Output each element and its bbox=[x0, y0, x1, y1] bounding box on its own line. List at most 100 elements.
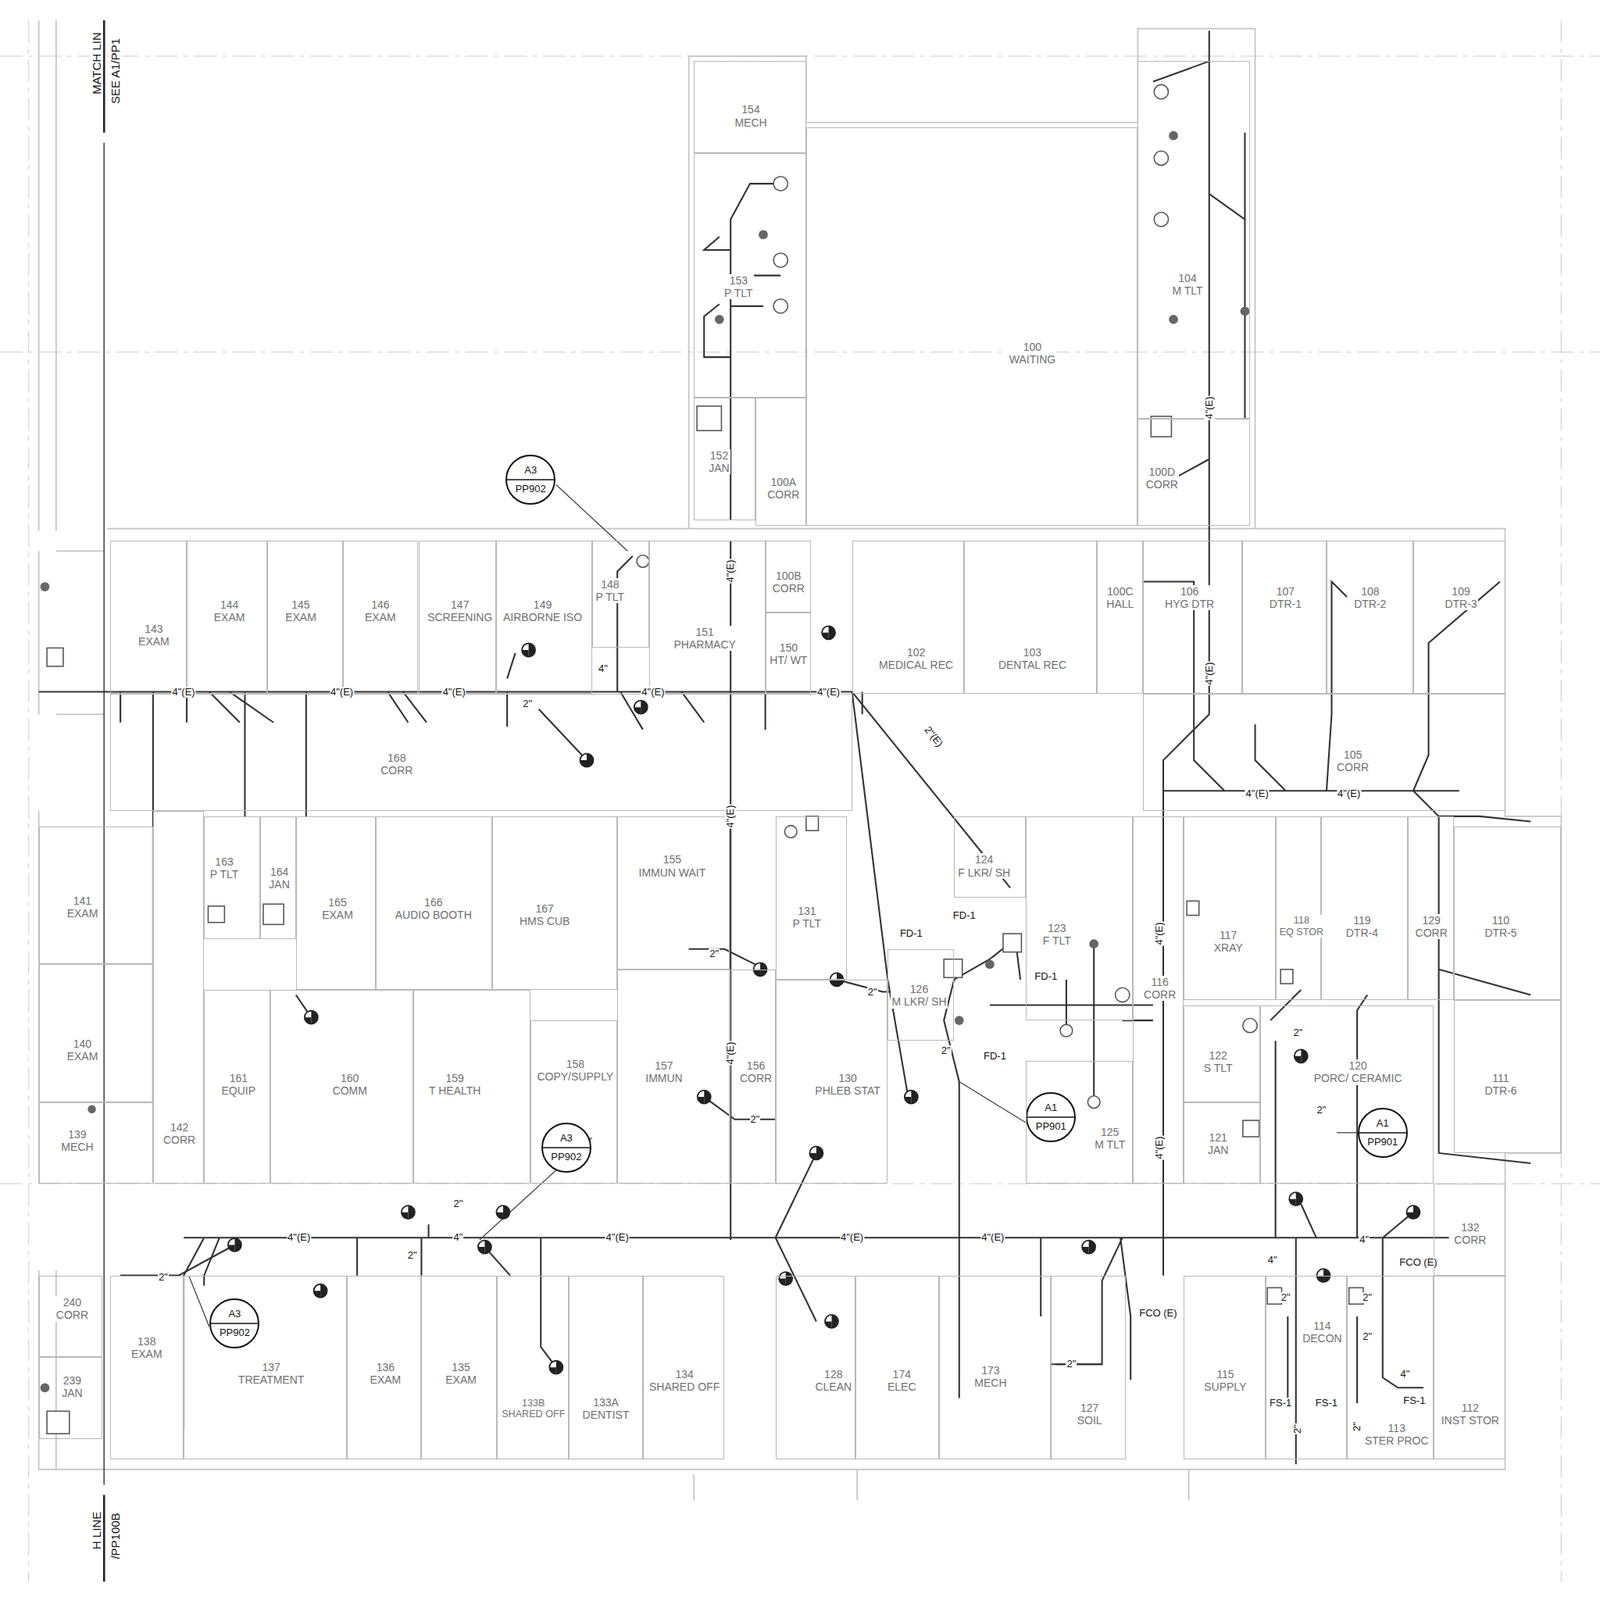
room-tag: 154MECH bbox=[733, 103, 768, 129]
room-number: 138 bbox=[130, 1335, 164, 1348]
room-name: HYG DTR bbox=[1164, 597, 1215, 611]
pipe-label: 2" bbox=[1361, 1331, 1373, 1343]
room-number: 107 bbox=[1268, 585, 1303, 598]
cleanout-symbol bbox=[314, 1284, 328, 1298]
room-tag: 155IMMUN WAIT bbox=[638, 853, 708, 879]
room-name: INST STOR bbox=[1440, 1414, 1500, 1427]
leader-lines bbox=[189, 484, 1358, 1327]
room-number: 147 bbox=[426, 598, 493, 611]
building-wall bbox=[39, 20, 57, 531]
room-name: DECON bbox=[1301, 1332, 1343, 1345]
room-outline: 142CORR bbox=[153, 810, 204, 1184]
pipe-label: 4"(E) bbox=[839, 1232, 865, 1243]
room-tag: 145EXAM bbox=[284, 598, 318, 624]
pipe-label: 4"(E) bbox=[1153, 1135, 1165, 1161]
room-name: PHARMACY bbox=[673, 638, 737, 651]
room-number: 141 bbox=[66, 894, 100, 908]
building-wall bbox=[689, 28, 1256, 529]
room-tag: 143EXAM bbox=[137, 622, 171, 648]
room-number: 112 bbox=[1440, 1401, 1500, 1415]
floor-drain bbox=[954, 1015, 965, 1025]
grid-lines bbox=[0, 20, 1600, 1582]
room-tag: 131P TLT bbox=[792, 904, 823, 930]
room-tag: 109DTR-3 bbox=[1443, 585, 1478, 611]
room-tag: 125M TLT bbox=[1093, 1125, 1126, 1151]
pipe-label: 2" bbox=[157, 1271, 169, 1283]
room-outline: 173MECH bbox=[939, 1275, 1052, 1460]
pipe-label: 2" bbox=[521, 698, 533, 710]
lavatory bbox=[1060, 1024, 1073, 1037]
room-tag: 119DTR-4 bbox=[1345, 914, 1379, 940]
room-name: HALL bbox=[1105, 597, 1135, 611]
lavatory bbox=[46, 647, 64, 667]
room-outline: 167HMS CUB bbox=[492, 816, 618, 990]
room-outline: 100ACORR bbox=[755, 397, 807, 525]
room-name: EXAM bbox=[444, 1373, 478, 1386]
room-name: AIRBORNE ISO bbox=[502, 610, 583, 624]
room-number: 160 bbox=[332, 1071, 368, 1085]
floor-drain bbox=[40, 582, 50, 592]
room-number: 149 bbox=[502, 598, 583, 611]
room-outline: 118EQ STOR bbox=[1275, 816, 1322, 1000]
grid-line bbox=[0, 351, 1600, 353]
room-tag: 139MECH bbox=[60, 1128, 94, 1154]
room-tag: 133BSHARED OFF bbox=[500, 1397, 566, 1421]
room-outline: 155IMMUN WAIT bbox=[617, 816, 730, 970]
room-name: MECH bbox=[733, 116, 768, 129]
room-outline: 122S TLT bbox=[1183, 1005, 1261, 1103]
floor-sink bbox=[1267, 1287, 1282, 1304]
match-line-note: SEE A1/PP1 bbox=[109, 37, 122, 105]
room-tag: 148P TLT bbox=[595, 578, 626, 604]
room-tag: 135EXAM bbox=[444, 1360, 478, 1386]
cleanout-symbol bbox=[1406, 1205, 1420, 1219]
room-outline: 152JAN bbox=[693, 397, 755, 521]
room-tag: 124F LKR/ SH bbox=[957, 853, 1011, 879]
room-number: 136 bbox=[369, 1360, 403, 1374]
room-name: AUDIO BOOTH bbox=[394, 908, 473, 922]
water-closet bbox=[1087, 1096, 1100, 1109]
pipe-label: 4" bbox=[1267, 1254, 1279, 1266]
room-number: 150 bbox=[768, 641, 808, 654]
water-closet bbox=[636, 555, 650, 568]
room-outline: 100WAITING bbox=[806, 127, 1138, 525]
room-outline: 109DTR-3 bbox=[1413, 540, 1506, 694]
room-name: P TLT bbox=[792, 917, 823, 930]
room-name: MECH bbox=[973, 1376, 1008, 1390]
sheet-number: PP902 bbox=[540, 1151, 593, 1163]
water-closet bbox=[1153, 212, 1168, 227]
grid-line bbox=[1560, 20, 1562, 1582]
room-number: 137 bbox=[237, 1360, 306, 1374]
room-name: SHARED OFF bbox=[500, 1408, 566, 1420]
pipe-label: FS-1 bbox=[1314, 1397, 1339, 1409]
room-name: P TLT bbox=[595, 590, 626, 604]
waste-pipe bbox=[703, 183, 781, 1240]
room-number: 153 bbox=[723, 274, 754, 287]
room-outline: 117XRAY bbox=[1183, 816, 1276, 1000]
room-number: 143 bbox=[137, 622, 171, 636]
room-tag: 165EXAM bbox=[321, 896, 354, 922]
room-outline: 150HT/ WT bbox=[765, 612, 812, 694]
shower bbox=[943, 959, 963, 979]
room-name: SOIL bbox=[1076, 1414, 1104, 1427]
room-number: 142 bbox=[162, 1121, 197, 1134]
room-number: 239 bbox=[60, 1374, 83, 1387]
cleanout-symbol bbox=[778, 1271, 793, 1286]
room-tag: 146EXAM bbox=[364, 598, 397, 624]
room-name: DTR-3 bbox=[1443, 597, 1478, 611]
pipe-label: FD-1 bbox=[1033, 971, 1058, 983]
match-line bbox=[103, 142, 105, 1486]
detail-number: A3 bbox=[504, 464, 557, 476]
room-tag: 133ADENTIST bbox=[582, 1396, 631, 1422]
room-number: 117 bbox=[1213, 928, 1244, 942]
waste-pipe bbox=[183, 989, 1450, 1465]
room-number: 105 bbox=[1335, 748, 1370, 761]
room-name: EXAM bbox=[364, 610, 397, 624]
room-number: 152 bbox=[707, 449, 730, 462]
floor-drain bbox=[1168, 131, 1179, 141]
room-name: MEDICAL REC bbox=[878, 658, 954, 672]
room-outline: 151PHARMACY bbox=[649, 540, 766, 694]
room-name: CORR bbox=[739, 1071, 773, 1085]
room-outline: 116CORR bbox=[1132, 816, 1184, 1184]
room-name: ELEC bbox=[886, 1380, 918, 1393]
room-number: 151 bbox=[673, 625, 737, 639]
